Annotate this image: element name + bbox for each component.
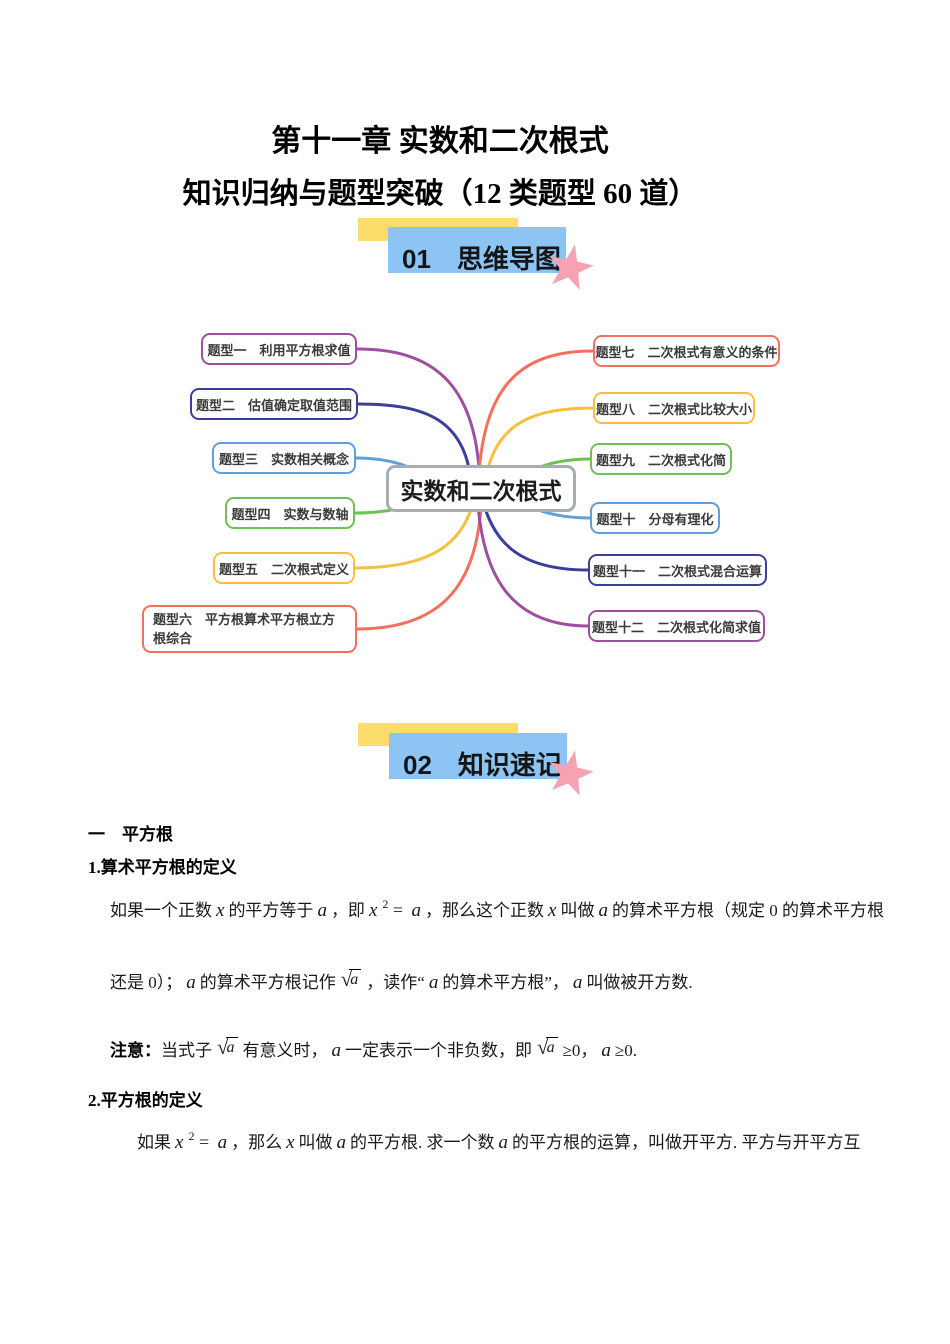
sqrt-radical: √ [537, 1035, 549, 1059]
chapter-title: 第十一章 实数和二次根式 [271, 125, 609, 158]
mindmap-node-5: 题型五 二次根式定义 [213, 552, 355, 584]
section-label: 知识速记 [457, 750, 562, 780]
sqrt-radicand: a [225, 1037, 238, 1057]
sqrt-radicand: a [349, 969, 362, 989]
math-variable: a [498, 1132, 509, 1153]
mindmap-node-9: 题型九 二次根式化简 [590, 443, 732, 475]
sqrt-expression: √a [537, 1037, 558, 1058]
text-run: 叫做被开方数. [586, 973, 693, 992]
mindmap-node-10: 题型十 分母有理化 [590, 502, 720, 534]
text-run: ，那么这个正数 [425, 901, 545, 920]
text-run: ≥0. [614, 1041, 637, 1060]
text-run: 的算术平方根”， [442, 973, 569, 992]
section-number: 02 [403, 750, 432, 780]
text-run: ，读作“ [366, 973, 425, 992]
mindmap-curves [353, 347, 595, 631]
math-equals: = [388, 900, 408, 920]
text-run: 叫做 [560, 901, 595, 920]
math-variable: a [217, 1132, 228, 1153]
text-run: 当式子 [161, 1041, 212, 1060]
star-icon [549, 750, 594, 796]
text-run: ≥0， [562, 1041, 598, 1060]
mindmap-node-7: 题型七 二次根式有意义的条件 [593, 335, 780, 367]
section-header-1: 01 思维导图 [402, 246, 561, 272]
mindmap-node-8: 题型八 二次根式比较大小 [593, 392, 755, 424]
banner-blue-block [389, 733, 567, 779]
text-run: 如果一个正数 [110, 901, 212, 920]
text-run: ，即 [330, 901, 365, 920]
math-variable: x [216, 900, 225, 921]
mindmap-node-3: 题型三 实数相关概念 [212, 442, 356, 474]
star-shape [549, 244, 594, 290]
mindmap-node-12: 题型十二 二次根式化简求值 [588, 610, 765, 642]
sqrt-radical: √ [217, 1035, 229, 1059]
text-run: 的平方等于 [228, 901, 314, 920]
text-run: 的算术平方根（规定 0 的算术平方根 [611, 901, 884, 920]
text-run: 还是 0）； [110, 973, 183, 992]
star-icon [549, 244, 594, 290]
text-run: ，那么 [231, 1133, 283, 1152]
text-run: 的算术平方根记作 [199, 973, 336, 992]
section-label: 思维导图 [456, 244, 561, 274]
mindmap-node-4: 题型四 实数与数轴 [225, 497, 355, 529]
text-run: 有意义时， [242, 1041, 328, 1060]
text-run: 的平方根. 求一个数 [350, 1133, 495, 1152]
math-variable: a [428, 972, 439, 993]
section-number: 01 [402, 244, 431, 274]
text-run: 叫做 [298, 1133, 333, 1152]
knowledge-subheading-2: 2.平方根的定义 [88, 1091, 203, 1110]
math-equals: = [194, 1132, 214, 1152]
mindmap-center-node: 实数和二次根式 [386, 465, 576, 512]
math-variable: a [598, 900, 608, 921]
section-header-2: 02 知识速记 [403, 752, 562, 778]
math-variable: a [317, 900, 327, 921]
branch-curve-n12 [475, 486, 590, 628]
note-label: 注意： [110, 1041, 161, 1060]
math-variable: a [336, 1132, 347, 1153]
knowledge-heading-1: 一 平方根 [88, 825, 173, 844]
math-variable: x [175, 1132, 184, 1153]
sqrt-radicand: a [545, 1037, 558, 1057]
mindmap-node-1: 题型一 利用平方根求值 [201, 333, 357, 365]
math-variable: a [572, 972, 583, 993]
star-shape [549, 750, 594, 796]
mindmap-node-2: 题型二 估值确定取值范围 [190, 388, 358, 420]
math-variable: a [601, 1040, 611, 1061]
math-variable: a [411, 900, 422, 921]
math-superscript: 2 [382, 897, 389, 911]
math-superscript: 2 [188, 1129, 195, 1143]
mindmap: 题型一 利用平方根求值 题型二 估值确定取值范围 题型三 实数相关概念 题型四 … [0, 320, 950, 720]
math-variable: x [368, 900, 378, 921]
branch-curve-n1 [355, 347, 482, 490]
text-run: 的平方根的运算，叫做开平方. 平方与开平方互 [512, 1133, 861, 1152]
math-variable: x [286, 1132, 295, 1153]
mindmap-node-6: 题型六 平方根算术平方根立方根综合 [142, 605, 357, 653]
subtitle: 知识归纳与题型突破（12 类题型 60 道） [182, 178, 698, 210]
math-variable: a [331, 1040, 342, 1061]
sqrt-expression: √a [341, 969, 362, 990]
branch-curve-n7 [476, 349, 595, 490]
sqrt-radical: √ [340, 967, 353, 991]
sqrt-expression: √a [217, 1037, 238, 1058]
text-run: 一定表示一个非负数，即 [345, 1041, 533, 1060]
banner-blue-block [388, 227, 566, 273]
math-variable: a [186, 972, 196, 993]
text-run: 如果 [137, 1133, 171, 1152]
mindmap-node-11: 题型十一 二次根式混合运算 [588, 554, 767, 586]
math-variable: x [548, 900, 557, 921]
knowledge-subheading-1: 1.算术平方根的定义 [88, 858, 237, 877]
